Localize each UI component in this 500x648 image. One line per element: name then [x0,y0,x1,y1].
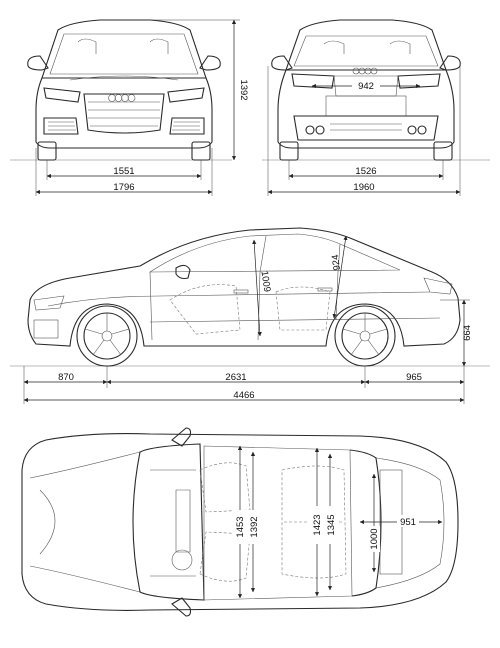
rear-trunk-opening-label: 942 [358,81,374,92]
top-elbow-rear-label: 1345 [326,514,337,535]
rear-trunk-opening-dimension: 942 [311,79,421,92]
side-wheelbase-label: 2631 [225,372,246,383]
top-boot-length-label: 951 [400,517,416,528]
top-view [21,427,459,617]
front-height-label: 1392 [238,79,249,100]
side-rear-wheel [334,305,396,367]
side-head-rear-dimension: 924 [330,235,348,319]
side-head-front-label: 1009 [259,270,273,292]
front-width-label: 1796 [113,182,134,193]
front-view [10,19,232,161]
front-track-dimension: 1551 [46,160,202,180]
top-shoulder-rear-label: 1423 [312,514,323,535]
rear-track-dimension: 1526 [288,160,444,180]
side-head-rear-label: 924 [330,254,343,271]
top-rear-width-dimensions: 1423 1345 [309,447,339,597]
rear-width-dimension: 1960 [267,66,461,196]
top-boot-width-label: 1000 [369,528,380,549]
side-front-wheel [76,305,138,367]
side-boot-sill-label: 664 [462,325,473,341]
rear-width-label: 1960 [353,182,374,193]
top-elbow-front-label: 1392 [249,516,260,537]
front-track-label: 1551 [113,166,134,177]
side-wheelbase-row: 870 2631 965 [23,366,465,404]
side-length-label: 4466 [233,390,254,401]
side-overhang-rear-label: 965 [406,372,422,383]
front-width-dimension: 1796 [35,148,213,196]
side-view [10,227,490,367]
top-front-width-dimensions: 1453 1392 [232,445,262,599]
top-shoulder-front-label: 1453 [235,516,246,537]
top-boot-width-dimension: 1000 [366,473,380,573]
rear-track-label: 1526 [355,166,376,177]
side-boot-sill-dimension: 664 [440,299,473,367]
front-height-dimension: 1392 [150,19,249,161]
side-overhang-front-label: 870 [58,372,74,383]
side-head-front-dimension: 1009 [252,239,273,337]
side-length-dimension: 4466 [23,390,465,403]
